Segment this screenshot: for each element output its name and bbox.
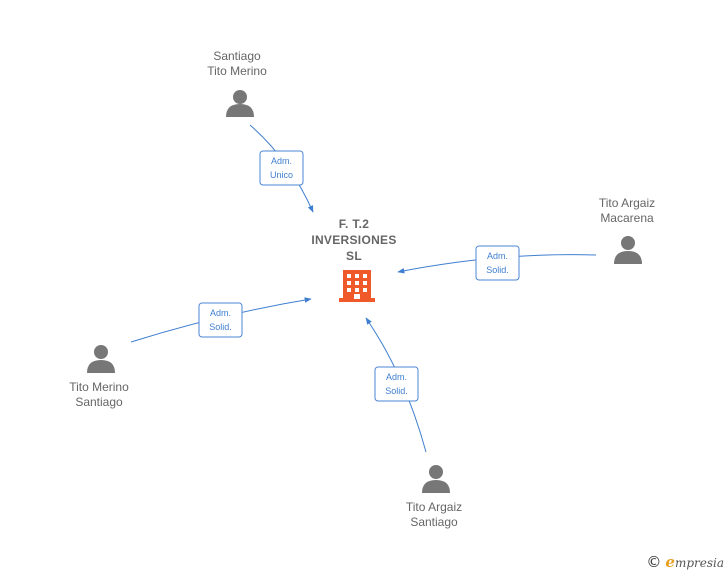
building-icon xyxy=(339,270,375,302)
brand-logo-e: e xyxy=(665,552,675,571)
company-node[interactable]: F. T.2 INVERSIONES SL xyxy=(311,217,396,302)
person-name-line: Tito Argaiz xyxy=(599,196,655,210)
person-icon xyxy=(87,345,115,373)
company-name-line: SL xyxy=(346,249,362,263)
brand-logo-rest: mpresia xyxy=(674,555,724,570)
company-name-line: F. T.2 xyxy=(339,217,370,231)
person-name-line: Tito Argaiz xyxy=(406,500,462,514)
person-node-tito-merino-santiago[interactable]: Tito Merino Santiago xyxy=(69,345,129,409)
person-node-tito-argaiz-santiago[interactable]: Tito Argaiz Santiago xyxy=(406,465,462,529)
person-node-santiago-tito-merino[interactable]: Santiago Tito Merino xyxy=(207,49,267,117)
person-name-line: Tito Merino xyxy=(69,380,129,394)
role-line: Adm. xyxy=(487,251,508,261)
person-name-line: Macarena xyxy=(600,211,654,225)
person-icon xyxy=(614,236,642,264)
person-name-line: Tito Merino xyxy=(207,64,267,78)
role-line: Solid. xyxy=(486,265,509,275)
person-name-line: Santiago xyxy=(213,49,261,63)
role-line: Adm. xyxy=(386,372,407,382)
role-label-santiago-tito-merino[interactable]: Adm. Unico xyxy=(259,150,304,186)
person-icon xyxy=(422,465,450,493)
role-label-tito-merino-santiago[interactable]: Adm. Solid. xyxy=(198,302,243,338)
person-name-line: Santiago xyxy=(75,395,123,409)
role-line: Adm. xyxy=(271,156,292,166)
footer-brand[interactable]: © empresia xyxy=(646,553,724,572)
company-name-line: INVERSIONES xyxy=(311,233,396,247)
role-label-tito-argaiz-santiago[interactable]: Adm. Solid. xyxy=(374,366,419,402)
role-line: Solid. xyxy=(385,386,408,396)
brand-logo: empresia xyxy=(665,553,724,572)
role-line: Adm. xyxy=(210,308,231,318)
copyright-icon: © xyxy=(646,553,662,571)
person-icon xyxy=(226,90,254,117)
person-node-tito-argaiz-macarena[interactable]: Tito Argaiz Macarena xyxy=(599,196,655,264)
role-line: Unico xyxy=(270,170,293,180)
role-line: Solid. xyxy=(209,322,232,332)
person-name-line: Santiago xyxy=(410,515,458,529)
role-label-tito-argaiz-macarena[interactable]: Adm. Solid. xyxy=(475,245,520,281)
